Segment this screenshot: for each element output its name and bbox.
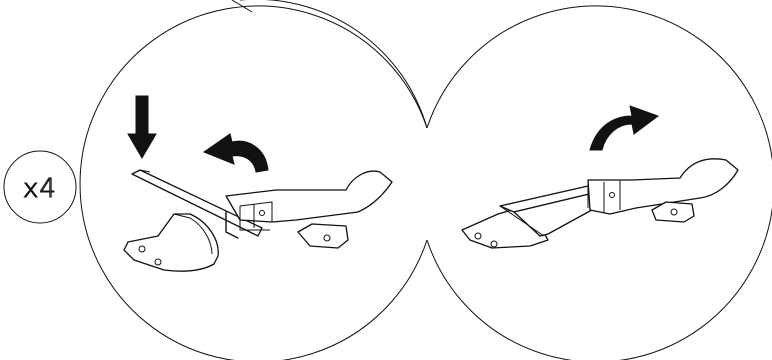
quantity-label: x4 xyxy=(23,174,57,204)
down-arrow-icon xyxy=(128,96,156,158)
latch-base xyxy=(226,171,392,248)
assembled-latch xyxy=(462,159,738,248)
rotate-counterclockwise-arrow-icon xyxy=(204,134,268,172)
rotate-clockwise-arrow-icon xyxy=(590,106,658,150)
strike-plate xyxy=(124,214,218,271)
quantity-badge: x4 xyxy=(4,151,76,223)
